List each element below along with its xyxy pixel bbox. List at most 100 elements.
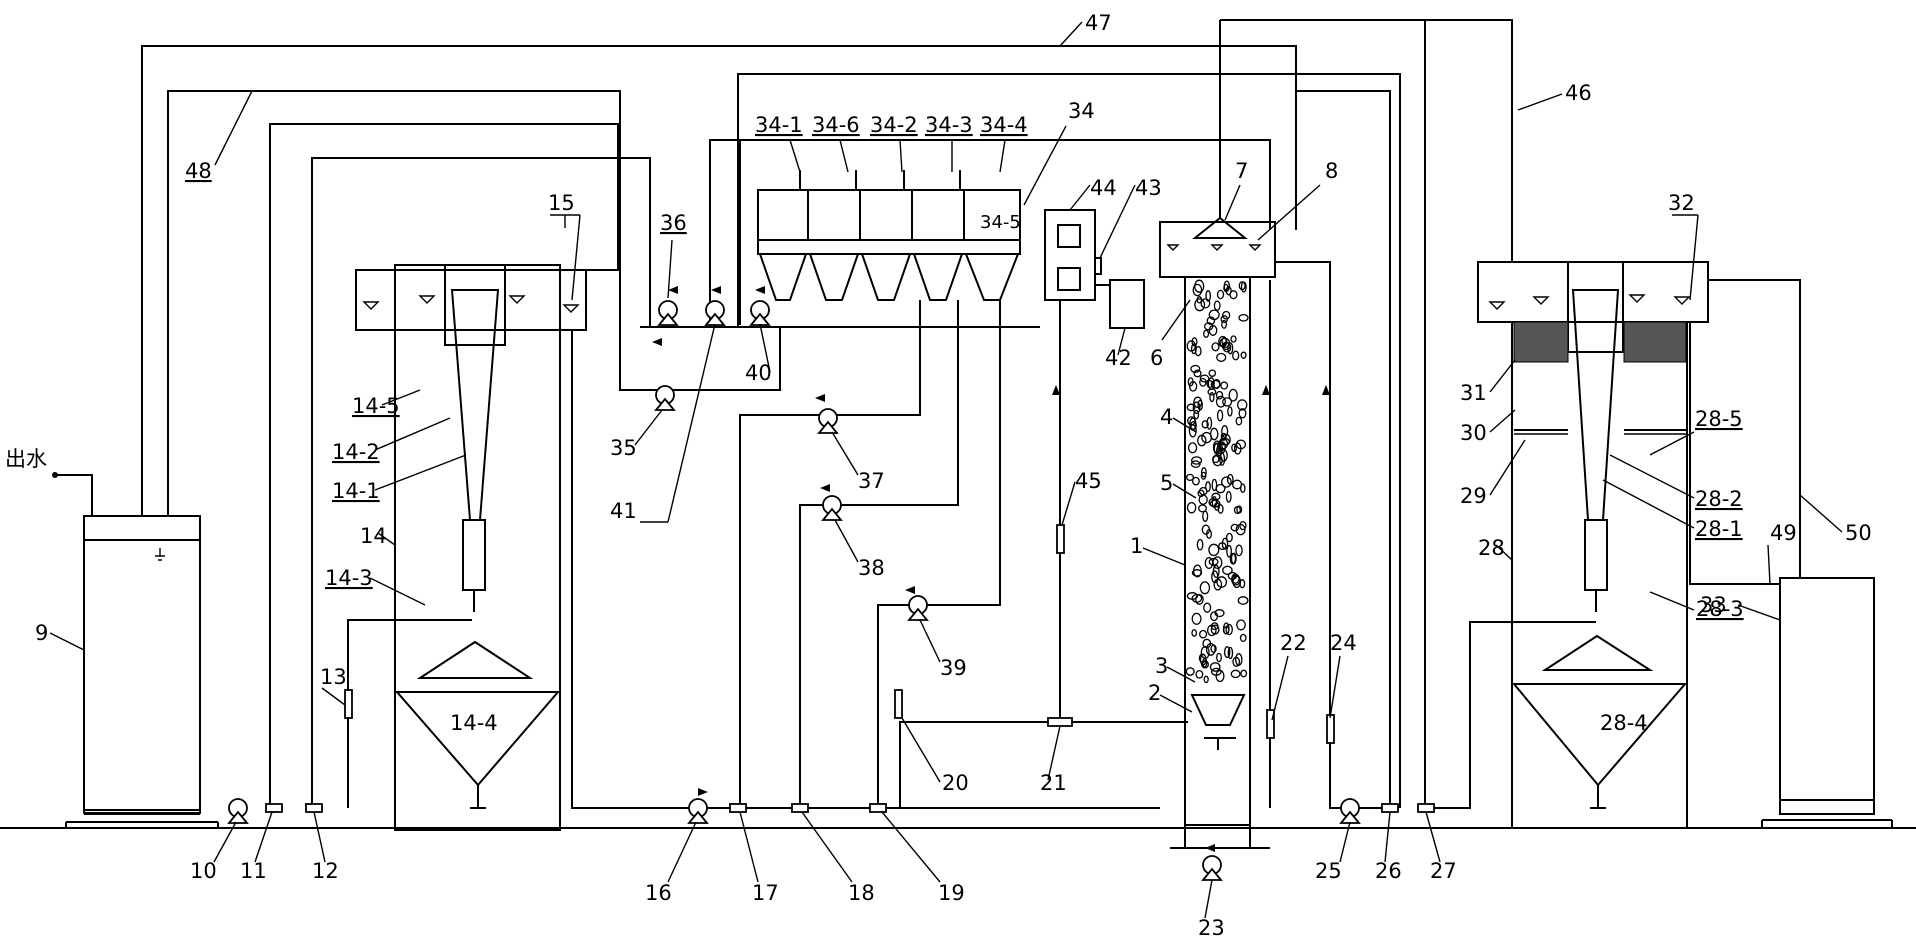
media-particle — [1233, 505, 1241, 515]
media-particle — [1215, 669, 1225, 683]
valve-18 — [791, 803, 809, 813]
label-21: 21 — [1040, 771, 1067, 795]
media-particle — [1236, 399, 1248, 411]
media-particle — [1221, 337, 1227, 346]
media-particle — [1219, 449, 1228, 462]
flowmeter-45 — [1056, 524, 1065, 554]
label-22: 22 — [1280, 631, 1307, 655]
label-39: 39 — [940, 656, 967, 680]
media-particle — [1210, 644, 1217, 653]
media-particle — [1192, 401, 1201, 415]
media-particle — [1221, 319, 1228, 329]
valve-21 — [1047, 717, 1073, 727]
flow-arrows — [652, 286, 1330, 852]
outlet-label: 出水 — [5, 447, 47, 471]
filter-column-1 — [1159, 20, 1276, 849]
media-particle — [1186, 501, 1197, 514]
media-particle — [1222, 626, 1230, 635]
label-48: 48 — [185, 159, 212, 183]
label-14-5: 14-5 — [352, 394, 400, 418]
pump-37 — [817, 408, 839, 434]
media-particle — [1240, 281, 1247, 293]
media-particle — [1237, 596, 1249, 605]
media-particle — [1235, 416, 1243, 426]
media-particle — [1185, 473, 1195, 482]
label-25: 25 — [1315, 859, 1342, 883]
label-14-1: 14-1 — [332, 479, 380, 503]
label-45: 45 — [1075, 469, 1102, 493]
media-particle — [1232, 656, 1241, 667]
media-particle — [1199, 377, 1207, 387]
reactor-34 — [739, 140, 1021, 325]
label-30: 30 — [1460, 421, 1487, 445]
media-particle — [1202, 510, 1209, 522]
media-particle — [1191, 629, 1198, 637]
label-20: 20 — [942, 771, 969, 795]
media-particle — [1222, 565, 1233, 575]
label-33: 33 — [1700, 593, 1727, 617]
label-8: 8 — [1325, 159, 1338, 183]
media-particle — [1208, 543, 1220, 557]
media-particle — [1201, 431, 1212, 444]
media-particle — [1194, 298, 1206, 312]
label-44: 44 — [1090, 176, 1117, 200]
media-particle — [1239, 633, 1247, 643]
media-particle — [1211, 495, 1218, 509]
media-particle — [1203, 675, 1209, 684]
label-7: 7 — [1235, 159, 1248, 183]
label-2: 2 — [1148, 681, 1161, 705]
media-particle — [1191, 456, 1203, 465]
settling-tank-14 — [355, 264, 587, 831]
label-26: 26 — [1375, 859, 1402, 883]
media-particle — [1216, 409, 1224, 422]
media-particle — [1192, 564, 1202, 578]
label-28-4: 28-4 — [1600, 711, 1648, 735]
label-15: 15 — [548, 191, 575, 215]
media-particle — [1216, 352, 1227, 362]
media-particle — [1230, 552, 1237, 565]
media-particle — [1216, 289, 1225, 300]
media-particle — [1195, 593, 1204, 605]
pump-36 — [657, 300, 679, 326]
label-32: 32 — [1668, 191, 1695, 215]
label-34-3: 34-3 — [925, 113, 973, 137]
controller-44 — [1044, 209, 1096, 301]
media-particle — [1240, 669, 1248, 678]
media-particle — [1226, 544, 1232, 558]
media-particle — [1225, 532, 1233, 543]
label-13: 13 — [320, 665, 347, 689]
label-3: 3 — [1155, 654, 1168, 678]
label-36: 36 — [660, 211, 687, 235]
label-34-4: 34-4 — [980, 113, 1028, 137]
media-particle — [1208, 324, 1218, 336]
media-particle — [1222, 310, 1231, 320]
media-particle — [1200, 471, 1207, 480]
sensor-43 — [1094, 257, 1102, 275]
media-particle — [1227, 406, 1233, 417]
settling-tank-28 — [1477, 261, 1709, 828]
label-34-1: 34-1 — [755, 113, 803, 137]
label-28-1: 28-1 — [1695, 517, 1743, 541]
media-particle — [1196, 296, 1203, 304]
media-particle — [1221, 476, 1232, 488]
media-particle — [1214, 609, 1225, 618]
media-particle — [1229, 290, 1238, 300]
media-particle — [1185, 667, 1195, 676]
label-4: 4 — [1160, 405, 1173, 429]
label-14-3: 14-3 — [325, 566, 373, 590]
media-particle — [1206, 624, 1217, 637]
flowmeter-13 — [344, 689, 353, 719]
media-particle — [1200, 298, 1211, 309]
effluent-tank-9 — [65, 515, 219, 828]
media-particle — [1193, 409, 1200, 420]
media-particle — [1219, 452, 1226, 466]
label-18: 18 — [848, 881, 875, 905]
media-particle — [1235, 439, 1247, 450]
media-particle — [1191, 612, 1202, 625]
media-particle — [1206, 416, 1213, 430]
media-particle — [1221, 424, 1229, 438]
media-particle — [1232, 479, 1243, 490]
media-particle — [1220, 381, 1229, 390]
media-particle — [1215, 395, 1226, 408]
media-particle — [1220, 315, 1229, 324]
